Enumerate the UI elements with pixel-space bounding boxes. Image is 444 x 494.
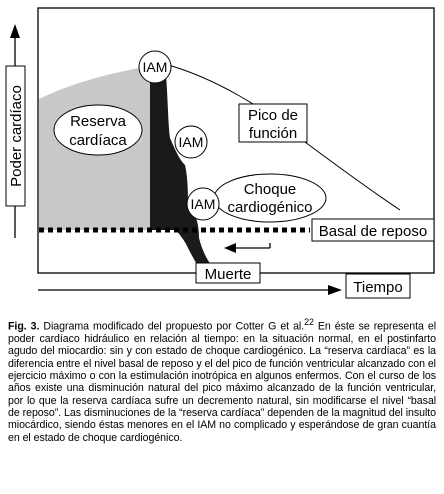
figure-caption: Fig. 3. Diagrama modificado del propuest…: [8, 316, 436, 444]
choque-label-line1: Choque: [244, 181, 297, 198]
cardiac-reserve-diagram: Poder cardíaco Tiempo Reserva cardíaca P…: [5, 7, 435, 299]
reserva-label-line1: Reserva: [70, 113, 127, 130]
muerte-label: Muerte: [205, 266, 252, 283]
pico-label-line1: Pico de: [248, 107, 298, 124]
iam-circle-2: [174, 125, 208, 159]
caption-body: En éste se representa el poder cardíaco …: [8, 320, 437, 444]
pico-label-line2: función: [249, 125, 297, 142]
reserva-label-line2: cardíaca: [69, 132, 127, 149]
basal-box: [311, 218, 435, 242]
muerte-box: [195, 262, 261, 284]
caption-figure-label: Fig. 3.: [8, 320, 40, 333]
choque-label-line2: cardiogénico: [227, 199, 312, 216]
iam-circle-3: [186, 187, 220, 221]
y-axis-arrowhead: [10, 24, 20, 38]
iam-label-2: IAM: [179, 134, 204, 150]
y-axis-label-box: [5, 65, 26, 207]
y-axis-label: Poder cardíaco: [8, 85, 25, 187]
iam-label-1: IAM: [143, 59, 168, 75]
iam-circle-1: [138, 50, 172, 84]
x-axis-label-box: [345, 273, 411, 299]
pico-box: [238, 103, 308, 143]
decline-area: [150, 62, 212, 266]
caption-citation: 22: [304, 317, 314, 327]
basal-label: Basal de reposo: [319, 223, 427, 240]
x-axis-label: Tiempo: [353, 279, 402, 296]
iam-label-3: IAM: [191, 196, 216, 212]
x-axis-arrowhead: [328, 285, 342, 295]
caption-intro: Diagrama modificado del propuesto por Co…: [39, 320, 305, 333]
reserva-ellipse: [53, 104, 143, 156]
pointer-arrowhead: [224, 243, 236, 253]
